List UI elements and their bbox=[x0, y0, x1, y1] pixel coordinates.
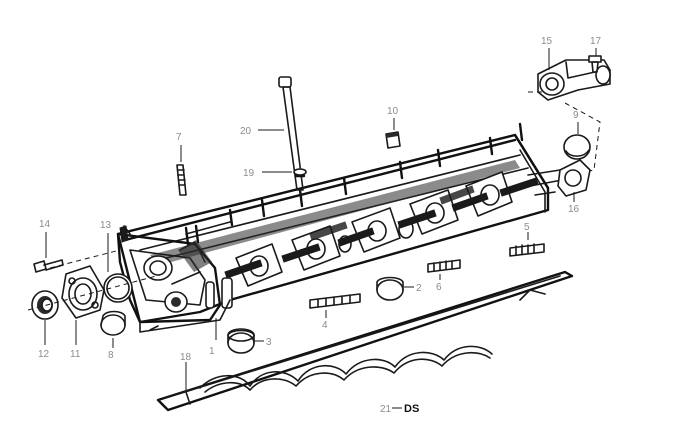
callout-13: 13 bbox=[100, 220, 112, 231]
head-gasket bbox=[156, 270, 574, 412]
sleeve-8 bbox=[100, 310, 126, 336]
cylinder-head bbox=[116, 122, 563, 333]
callout-4: 4 bbox=[322, 320, 328, 331]
seal-12 bbox=[31, 290, 59, 320]
head-studs bbox=[184, 122, 539, 279]
leader-lines bbox=[44, 48, 597, 409]
callout-14: 14 bbox=[39, 219, 51, 230]
stud-7 bbox=[176, 164, 187, 196]
sleeve-2 bbox=[376, 276, 404, 301]
callout-18: 18 bbox=[180, 352, 192, 363]
callout-21: 21 bbox=[380, 404, 392, 415]
stud-6 bbox=[427, 259, 461, 273]
washer-19 bbox=[293, 168, 307, 176]
cover-11 bbox=[61, 265, 105, 319]
bolt-17 bbox=[588, 55, 602, 73]
footer-label: DS bbox=[404, 403, 419, 415]
callout-16: 16 bbox=[568, 204, 580, 215]
callout-3: 3 bbox=[266, 337, 272, 348]
dowel-10 bbox=[385, 131, 401, 149]
ring-13 bbox=[103, 273, 133, 303]
gasket-16 bbox=[557, 159, 591, 197]
callout-1: 1 bbox=[209, 346, 215, 357]
callout-6: 6 bbox=[436, 282, 442, 293]
bolt-14 bbox=[33, 259, 64, 273]
callout-17: 17 bbox=[590, 36, 602, 47]
callouts: 1 2 3 4 5 6 7 8 9 10 11 12 13 14 15 16 1… bbox=[38, 36, 602, 415]
callout-20: 20 bbox=[240, 126, 252, 137]
callout-11: 11 bbox=[70, 349, 81, 360]
callout-12: 12 bbox=[38, 349, 50, 360]
plug-9 bbox=[563, 134, 591, 160]
callout-7: 7 bbox=[176, 132, 182, 143]
callout-8: 8 bbox=[108, 350, 114, 361]
sleeve-3 bbox=[227, 328, 255, 354]
stud-5 bbox=[509, 243, 545, 257]
callout-15: 15 bbox=[541, 36, 553, 47]
callout-10: 10 bbox=[387, 106, 399, 117]
callout-9: 9 bbox=[573, 110, 579, 121]
callout-2: 2 bbox=[416, 283, 422, 294]
callout-19: 19 bbox=[243, 168, 255, 179]
stud-4 bbox=[309, 293, 361, 309]
callout-5: 5 bbox=[524, 222, 530, 233]
long-bolt-20 bbox=[278, 76, 306, 191]
